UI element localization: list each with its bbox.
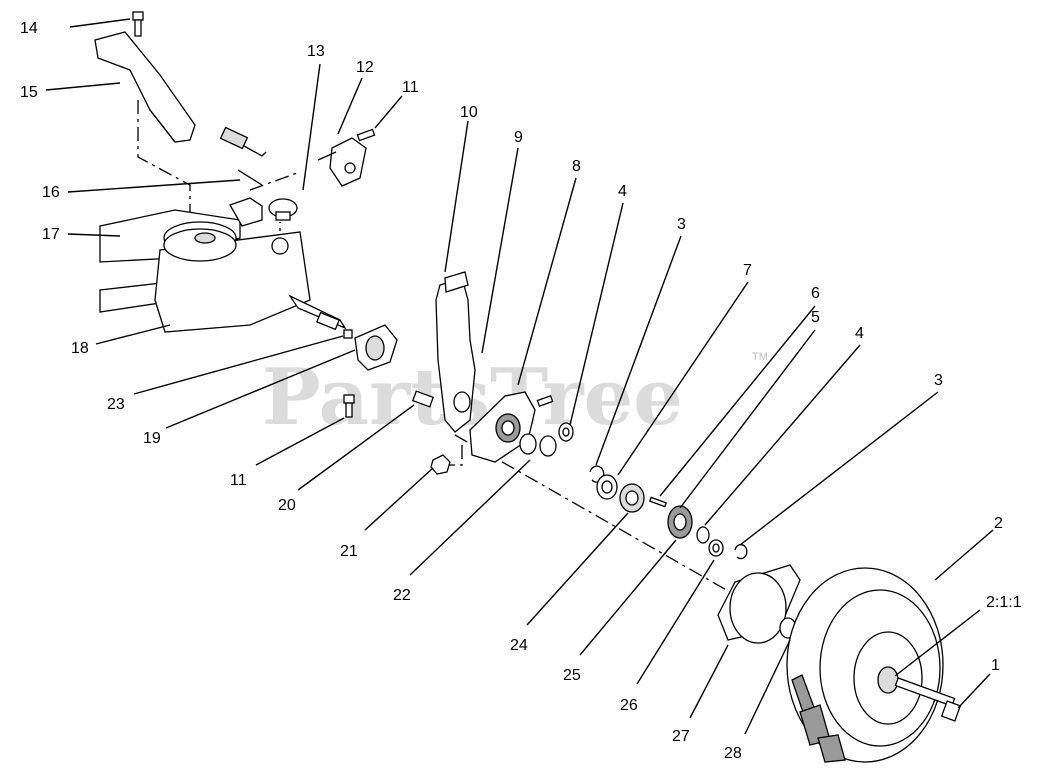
callout-22: 22 — [393, 587, 411, 604]
bolt-14-part — [132, 11, 144, 37]
callout-16: 16 — [42, 184, 60, 201]
handle-bracket-part — [94, 31, 196, 143]
bolt-20-part — [411, 390, 435, 408]
callout-19: 19 — [143, 430, 161, 447]
callout-18: 18 — [71, 340, 89, 357]
callout-10: 10 — [460, 104, 478, 121]
callout-23: 23 — [107, 396, 125, 413]
wheel-part — [786, 567, 944, 763]
bolt-11-lower-part — [343, 394, 355, 418]
leader-lines — [45, 18, 994, 735]
callout-12: 12 — [356, 59, 374, 76]
bearing-part — [619, 483, 645, 513]
spacer-26-part — [708, 539, 724, 557]
axle-bracket-part — [343, 324, 398, 371]
height-adjuster-arm-part — [435, 271, 476, 433]
callout-20: 20 — [278, 497, 296, 514]
bolt-11-top-part — [356, 128, 376, 142]
callout-5: 5 — [811, 309, 820, 326]
callout-8: 8 — [572, 158, 581, 175]
callout-1: 1 — [991, 657, 1000, 674]
callout-24: 24 — [510, 637, 528, 654]
washer-4-part — [558, 422, 574, 442]
callout-13: 13 — [307, 43, 325, 60]
callout-14: 14 — [20, 20, 38, 37]
callout-3-top: 3 — [677, 216, 686, 233]
cable-spring-part — [219, 126, 267, 186]
callout-2-1-1: 2:1:1 — [986, 594, 1022, 611]
callout-6: 6 — [811, 285, 820, 302]
nut-21-part — [430, 454, 451, 475]
wheel-bolt-part — [894, 677, 962, 722]
callout-28: 28 — [724, 745, 742, 762]
callout-11-lower: 11 — [230, 472, 247, 489]
e-clip-3b-part — [734, 544, 748, 560]
callout-4-right: 4 — [855, 325, 864, 342]
washer-4b-part — [696, 526, 710, 544]
callout-9: 9 — [514, 129, 523, 146]
callout-4-top: 4 — [618, 183, 627, 200]
wheel-cover-part — [717, 564, 801, 644]
watermark-trademark: TM — [752, 351, 768, 363]
transmission-assembly — [99, 197, 347, 333]
callout-7: 7 — [743, 262, 752, 279]
pinion-gear-part — [667, 505, 693, 539]
callout-17: 17 — [42, 226, 60, 243]
key-pin-part — [648, 496, 668, 508]
callout-26: 26 — [620, 697, 638, 714]
washer-7-part — [596, 474, 618, 500]
mounting-plate-part — [317, 137, 367, 187]
callout-25: 25 — [563, 667, 581, 684]
bushing-part — [519, 433, 557, 457]
callout-21: 21 — [340, 543, 358, 560]
callout-27: 27 — [672, 728, 690, 745]
knob-part — [268, 198, 298, 221]
callout-15: 15 — [20, 84, 38, 101]
callout-11-top: 11 — [402, 79, 419, 96]
callout-labels: 14 15 13 12 11 10 9 8 4 3 7 6 5 4 3 16 1… — [20, 20, 1022, 762]
callout-2: 2 — [994, 515, 1003, 532]
callout-3-right: 3 — [934, 372, 943, 389]
pivot-plate-part — [469, 391, 554, 463]
